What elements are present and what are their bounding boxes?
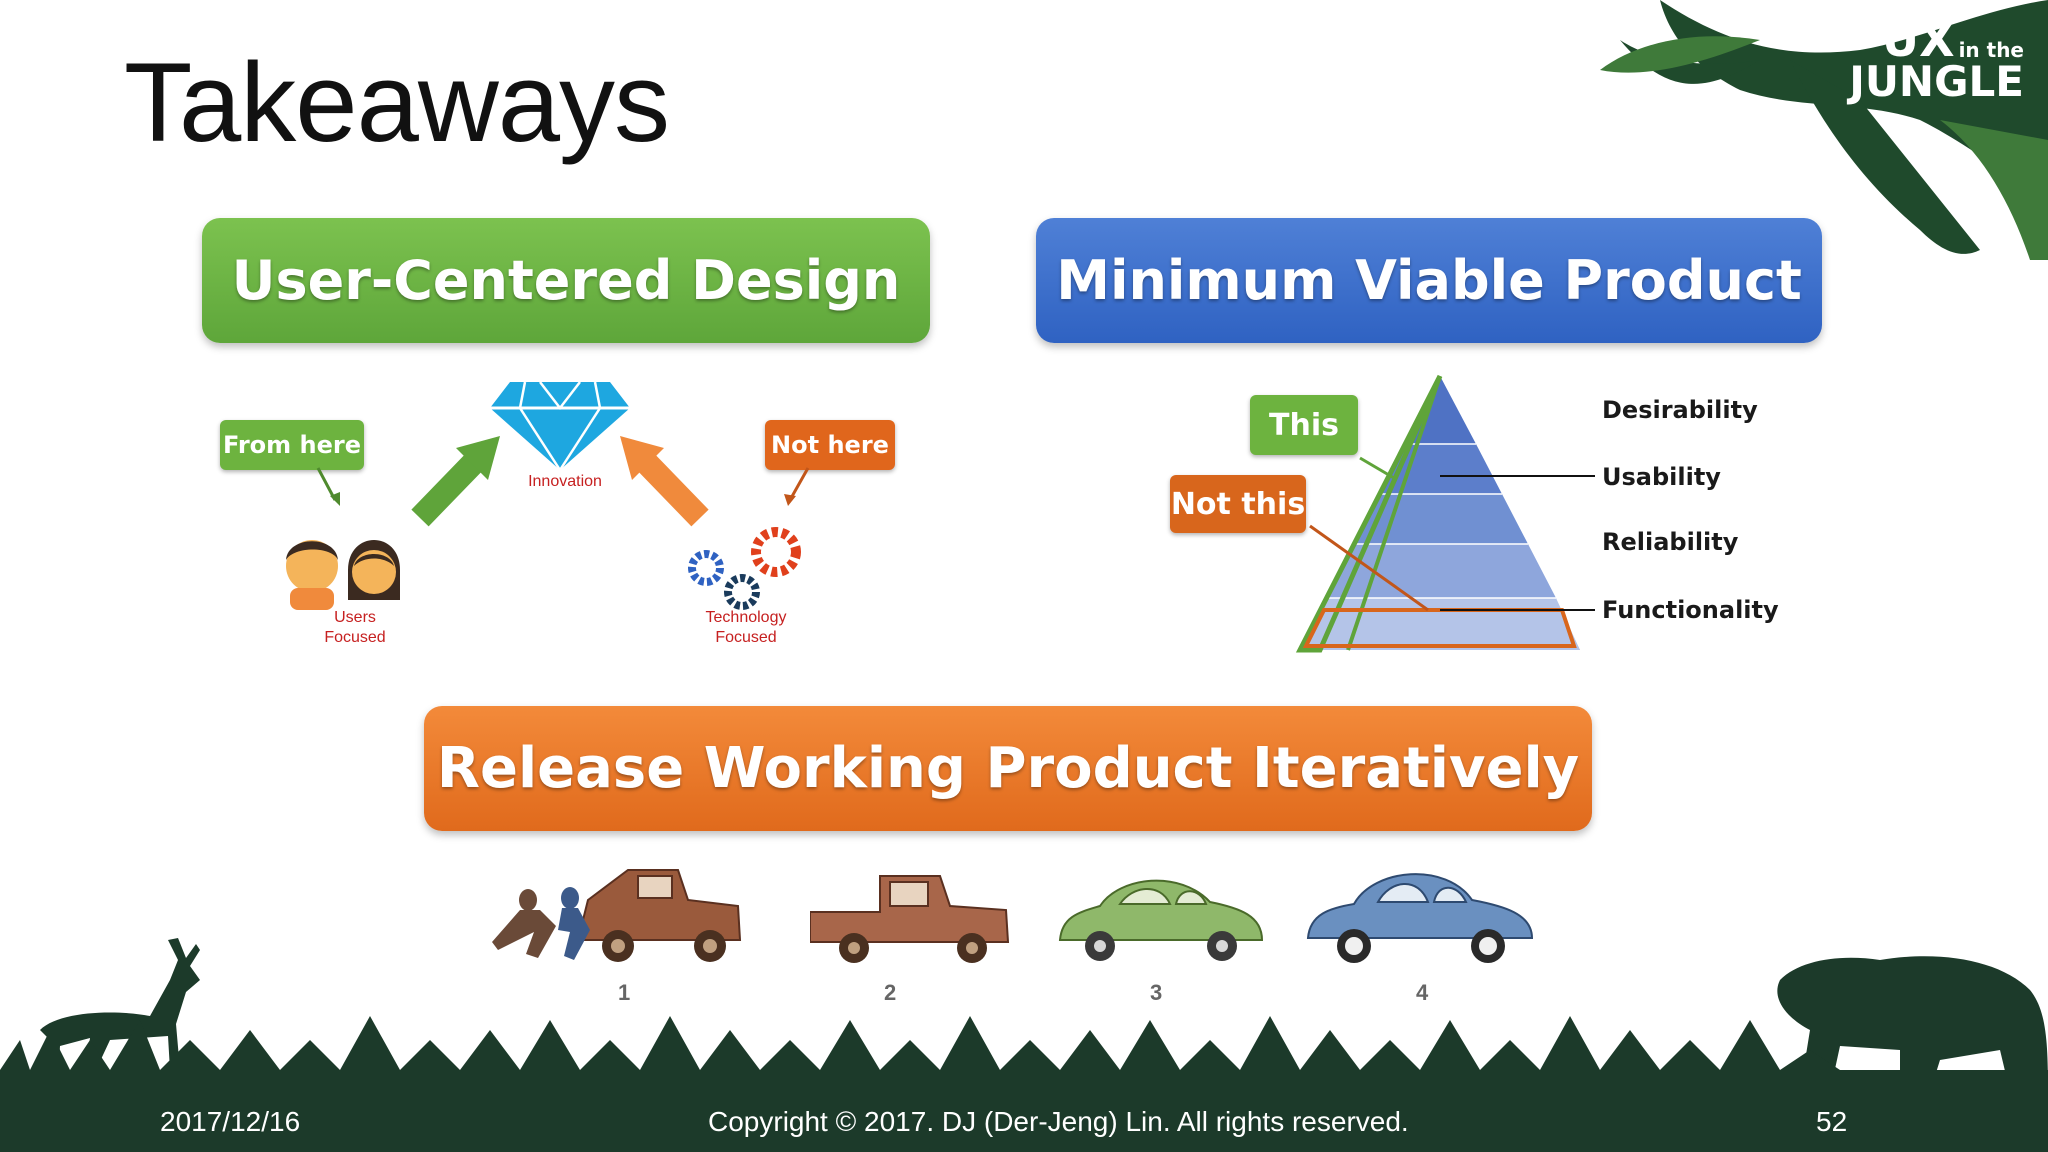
not-this-callout: Not this xyxy=(1170,475,1306,533)
this-callout: This xyxy=(1250,395,1358,455)
users-label-line2: Focused xyxy=(324,629,386,646)
logo-ux-text: UX xyxy=(1881,13,1955,67)
diamond-icon xyxy=(490,381,630,473)
footer-date: 2017/12/16 xyxy=(160,1106,301,1137)
jungle-silhouette-bottom xyxy=(0,938,2048,1092)
logo-inthe-text: in the xyxy=(1958,38,2024,62)
gears-icon xyxy=(688,527,801,610)
car-iteration-3 xyxy=(1058,879,1264,961)
jungle-foliage-top-right xyxy=(1600,0,2048,260)
not-here-callout: Not here xyxy=(765,420,895,470)
car-number-2: 2 xyxy=(884,980,897,1005)
technology-label-line2: Focused xyxy=(715,629,777,646)
pyramid-leader-lines xyxy=(1440,475,1595,611)
car-number-3: 3 xyxy=(1150,980,1163,1005)
technology-focused-label: Technology Focused xyxy=(686,608,806,648)
orange-arrow-icon xyxy=(620,436,709,527)
mvp-pyramid-diagram xyxy=(1295,374,1580,653)
footer-bar xyxy=(0,1090,2048,1152)
innovation-label: Innovation xyxy=(528,473,602,490)
minimum-viable-product-banner: Minimum Viable Product xyxy=(1036,218,1822,343)
release-iteratively-banner: Release Working Product Iteratively xyxy=(424,706,1592,831)
green-arrow-icon xyxy=(411,436,500,527)
pyramid-level-usability: Usability xyxy=(1602,463,1721,491)
slide-page-number: 52 xyxy=(1816,1106,1848,1137)
users-icon xyxy=(286,540,400,610)
car-iteration-4 xyxy=(1306,873,1534,963)
users-label-line1: Users xyxy=(334,609,376,626)
car-number-4: 4 xyxy=(1416,980,1429,1005)
car-iteration-1 xyxy=(492,869,742,962)
footer-copyright: Copyright © 2017. DJ (Der-Jeng) Lin. All… xyxy=(708,1106,1409,1137)
car-number-1: 1 xyxy=(618,980,631,1005)
technology-label-line1: Technology xyxy=(705,609,787,626)
users-focused-label: Users Focused xyxy=(300,608,410,648)
slide-title: Takeaways xyxy=(124,40,670,165)
pyramid-level-desirability: Desirability xyxy=(1602,396,1758,424)
from-here-callout: From here xyxy=(220,420,364,470)
ucd-diagram-graphics xyxy=(286,381,810,610)
logo-jungle-text: JUNGLE xyxy=(1849,57,2024,106)
user-centered-design-banner: User-Centered Design xyxy=(202,218,930,343)
pyramid-level-reliability: Reliability xyxy=(1602,528,1739,556)
car-iteration-2 xyxy=(810,875,1010,963)
pyramid-level-functionality: Functionality xyxy=(1602,596,1779,624)
